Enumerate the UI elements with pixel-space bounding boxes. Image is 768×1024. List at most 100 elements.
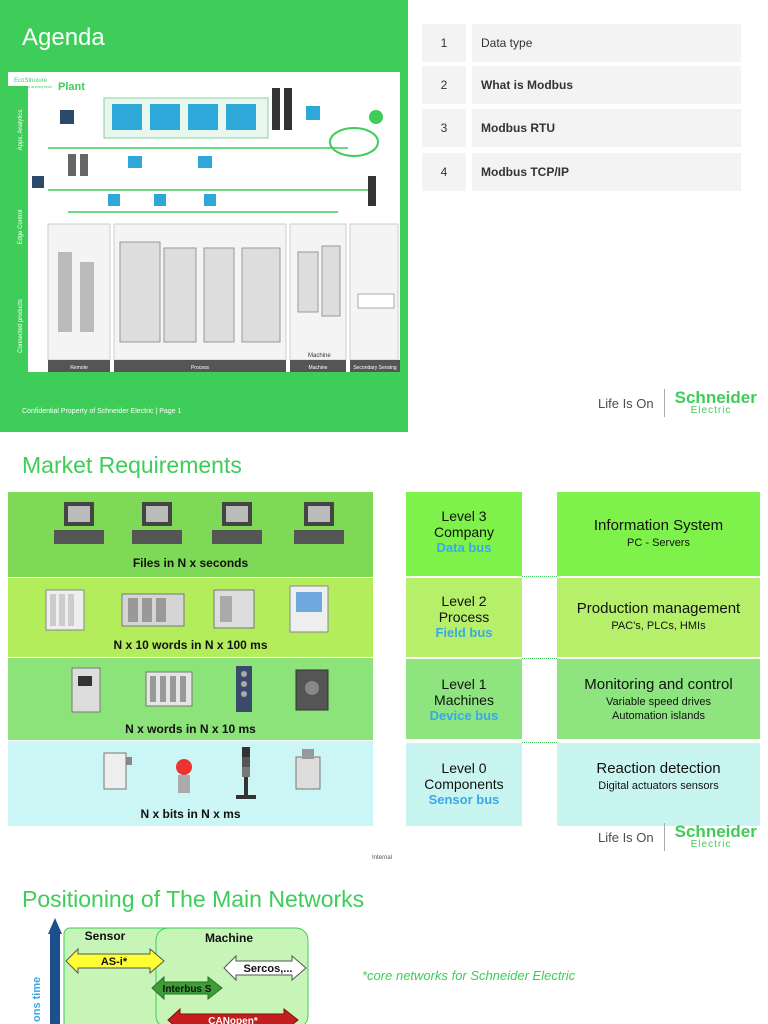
agenda-item-data-type[interactable]: Data type bbox=[472, 24, 741, 62]
time-axis-label: ons time bbox=[31, 977, 43, 1022]
band-caption: N x words in N x 10 ms bbox=[125, 722, 256, 736]
signal-tower-icon bbox=[236, 747, 256, 799]
level-bus: Field bus bbox=[435, 625, 493, 640]
level-sub: Machines bbox=[434, 692, 494, 708]
logo-wordmark: Schneider Electric bbox=[674, 388, 757, 416]
label-secondary-sensing: Secondary Sensing bbox=[353, 365, 397, 371]
info-title: Production management bbox=[576, 600, 741, 617]
sensor-icons bbox=[103, 747, 321, 799]
logo-brand-sub: Electric bbox=[690, 405, 732, 416]
level-0-box bbox=[406, 743, 522, 826]
info-box-0 bbox=[557, 743, 760, 826]
push-button-icon bbox=[176, 759, 192, 793]
band-sensing: N x bits in N x ms bbox=[8, 741, 373, 826]
schneider-logo: Life Is On Schneider Electric bbox=[598, 389, 757, 417]
level-bus: Sensor bus bbox=[428, 792, 500, 807]
plc-rack-icon bbox=[121, 593, 185, 627]
logo-brand: Schneider bbox=[674, 822, 757, 841]
label-remote: Remote bbox=[70, 365, 88, 371]
tab-apps-analytics: Apps, Analytics bbox=[18, 110, 24, 151]
level-connector bbox=[522, 576, 557, 577]
band-caption: Files in N x seconds bbox=[132, 556, 249, 570]
info-title: Information System bbox=[593, 517, 724, 534]
info-line: Automation islands bbox=[612, 710, 705, 722]
info-title: Monitoring and control bbox=[584, 676, 733, 693]
level-name: Level 3 bbox=[441, 508, 487, 524]
logo-divider bbox=[663, 389, 665, 417]
level-2-box bbox=[406, 578, 522, 657]
zone-machine-label: Machine bbox=[205, 931, 253, 945]
logo-divider bbox=[663, 823, 665, 851]
plant-architecture-figure: Apps, Analytics Edge Control Connected p… bbox=[8, 72, 400, 372]
level-sub: Company bbox=[434, 524, 494, 540]
level-3-text: Level 3 Company Data bus bbox=[406, 508, 522, 556]
info-line: PAC's, PLCs, HMIs bbox=[611, 620, 706, 632]
logo-tagline: Life Is On bbox=[598, 829, 654, 845]
io-island-icon bbox=[145, 671, 193, 707]
canopen-arrow-icon bbox=[167, 1007, 299, 1024]
diagram-heading: Plant bbox=[58, 81, 85, 93]
agenda-item-modbus-tcp-ip[interactable]: Modbus TCP/IP bbox=[472, 153, 741, 191]
level-2-text: Level 2 Process Field bus bbox=[406, 593, 522, 641]
label-machine: Machine bbox=[309, 365, 328, 371]
logo-wordmark: Schneider Electric bbox=[674, 822, 757, 850]
tab-connected-products: Connected products bbox=[18, 299, 24, 353]
networks-diagram: Sensor Machine ons time AS-i* Sercos,...… bbox=[31, 918, 309, 1024]
plc-icons bbox=[45, 585, 329, 633]
level-sub: Process bbox=[438, 609, 490, 625]
level-1-text: Level 1 Machines Device bus bbox=[406, 676, 522, 724]
info-line: Digital actuators sensors bbox=[598, 780, 719, 792]
level-connector bbox=[522, 658, 557, 659]
info-title: Reaction detection bbox=[596, 760, 721, 777]
time-axis-bar bbox=[50, 932, 60, 1024]
logo-brand-sub: Electric bbox=[690, 839, 732, 850]
network-sercos: Sercos,... bbox=[244, 963, 293, 975]
info-box-2 bbox=[557, 578, 760, 657]
computer-icon bbox=[132, 502, 182, 544]
limit-switch-icon bbox=[103, 752, 132, 790]
distributed-io-icon bbox=[236, 666, 252, 712]
agenda-item-modbus-rtu[interactable]: Modbus RTU bbox=[472, 109, 741, 147]
band-caption: N x 10 words in N x 100 ms bbox=[113, 638, 268, 652]
agenda-number: 1 bbox=[422, 24, 466, 62]
label-process: Process bbox=[191, 365, 210, 371]
band-production: N x 10 words in N x 100 ms bbox=[8, 578, 373, 657]
agenda-item-what-is-modbus[interactable]: What is Modbus bbox=[472, 66, 741, 104]
level-name: Level 2 bbox=[441, 593, 487, 609]
sercos-arrow-icon bbox=[223, 954, 307, 982]
core-networks-note: *core networks for Schneider Electric bbox=[362, 968, 576, 983]
drive-controller-icon bbox=[295, 669, 329, 711]
variable-speed-drive-icon bbox=[71, 667, 101, 713]
agenda-number: 4 bbox=[422, 153, 466, 191]
info-box-1 bbox=[557, 659, 760, 739]
agenda-title: Agenda bbox=[22, 24, 105, 51]
logo-tagline: Life Is On bbox=[598, 395, 654, 411]
info-line: Variable speed drives bbox=[606, 696, 711, 708]
confidential-footer: Confidential Property of Schneider Elect… bbox=[22, 408, 182, 415]
band-monitoring: N x words in N x 10 ms bbox=[8, 658, 373, 740]
market-requirements-title: Market Requirements bbox=[22, 452, 242, 478]
proximity-sensor-icon bbox=[295, 749, 321, 790]
info-reaction-detection: Reaction detection Digital actuators sen… bbox=[557, 760, 760, 793]
level-name: Level 1 bbox=[441, 676, 487, 692]
info-information-system: Information System PC - Servers bbox=[557, 517, 760, 550]
band-information: Files in N x seconds bbox=[8, 492, 373, 577]
networks-title: Positioning of The Main Networks bbox=[22, 886, 365, 912]
level-1-box bbox=[406, 659, 522, 739]
network-asi: AS-i* bbox=[101, 956, 128, 968]
drive-icons bbox=[71, 666, 329, 713]
schneider-logo: Life Is On Schneider Electric bbox=[598, 823, 757, 851]
agenda-number: 3 bbox=[422, 109, 466, 147]
plc-module-icon bbox=[213, 589, 255, 629]
time-axis-arrow-icon bbox=[48, 918, 62, 934]
interbus-arrow-icon bbox=[151, 975, 223, 1001]
level-0-text: Level 0 Components Sensor bus bbox=[406, 760, 522, 808]
info-line: PC - Servers bbox=[627, 537, 690, 549]
agenda-number: 2 bbox=[422, 66, 466, 104]
network-canopen: CANopen* bbox=[208, 1016, 258, 1024]
logo-brand: Schneider bbox=[674, 388, 757, 407]
plc-rack-icon bbox=[45, 589, 85, 631]
computer-icon bbox=[54, 502, 104, 544]
info-monitoring-control: Monitoring and control Variable speed dr… bbox=[557, 676, 760, 723]
info-production-management: Production management PAC's, PLCs, HMIs bbox=[557, 600, 760, 633]
